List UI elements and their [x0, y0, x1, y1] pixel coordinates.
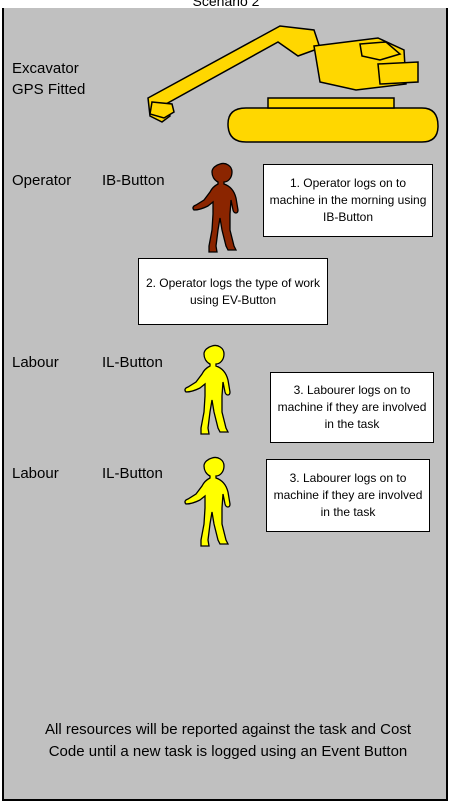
labour-1-role: Labour [12, 354, 59, 371]
labourer-person-icon [184, 456, 231, 547]
excavator-icon [147, 25, 439, 143]
labourer-person-icon [184, 344, 231, 435]
labour-1-note: 3. Labourer logs on to machine if they a… [270, 372, 434, 443]
labour-1-button: IL-Button [102, 354, 163, 371]
labour-2-role: Labour [12, 465, 59, 482]
footer-note: All resources will be reported against t… [44, 721, 412, 760]
excavator-label: Excavator GPS Fitted [12, 60, 86, 98]
excavator-body [147, 25, 439, 143]
person-figure [192, 162, 239, 253]
person-figure [184, 456, 231, 547]
labour-2-note: 3. Labourer logs on to machine if they a… [266, 459, 430, 532]
event-note: 2. Operator logs the type of work using … [138, 258, 328, 325]
operator-button: IB-Button [102, 172, 165, 189]
page-title: Scenario 2 [192, 0, 260, 8]
operator-role: Operator [12, 172, 72, 189]
title-strip: Scenario 2 [0, 0, 452, 8]
scenario-panel: Excavator GPS Fitted Operator IB-Button … [2, 8, 448, 801]
labour-2-button: IL-Button [102, 465, 163, 482]
person-figure [184, 344, 231, 435]
operator-person-icon [192, 162, 239, 253]
operator-note: 1. Operator logs on to machine in the mo… [263, 164, 433, 237]
